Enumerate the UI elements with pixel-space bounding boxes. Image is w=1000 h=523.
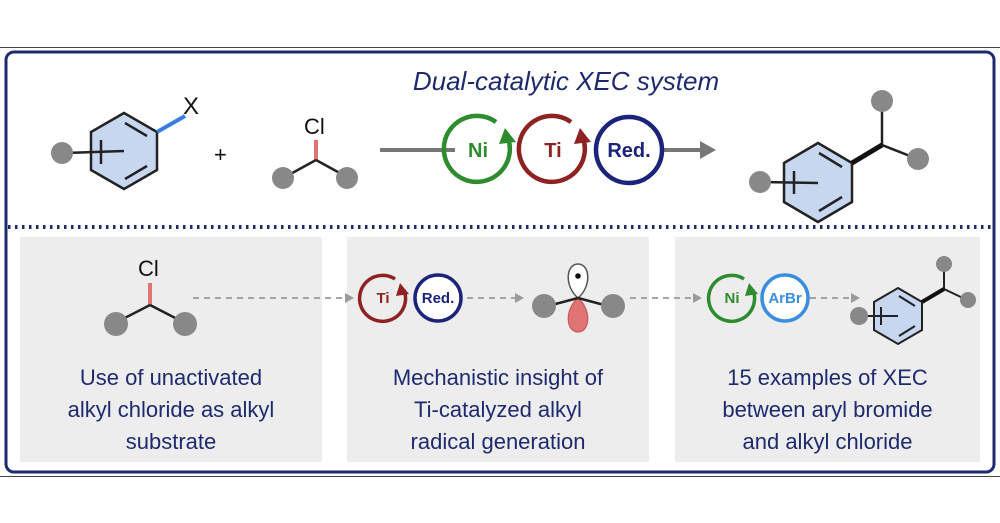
reductant-label: Red. (607, 140, 650, 162)
ti-catalyst-label: Ti (544, 140, 561, 162)
caption-line: between aryl bromide (722, 397, 933, 422)
aryl-leaving-group-label: X (183, 93, 199, 120)
panel-arbr-label: ArBr (768, 290, 802, 307)
caption-line: substrate (125, 429, 217, 454)
ni-catalyst-label: Ni (468, 140, 488, 162)
aryl-x-bond (156, 114, 186, 134)
panel-halogen-label: Cl (138, 256, 159, 281)
caption-line: Ti-catalyzed alkyl (414, 397, 582, 422)
caption-line: radical generation (410, 429, 586, 454)
bottom-border-line (0, 476, 1000, 477)
caption-line: 15 examples of XEC (727, 365, 928, 390)
ti-catalytic-cycle (516, 113, 591, 185)
panel-substrate (20, 237, 322, 462)
panel-arbr-circle (760, 273, 810, 323)
top-border-line (0, 47, 1000, 48)
panel-reductant-circle (413, 273, 463, 323)
panel-product (850, 256, 976, 346)
aryl-halide (51, 111, 186, 191)
panel-ni-label: Ni (725, 290, 740, 307)
panel-reductant-label: Red. (422, 290, 455, 307)
alkyl-chloride-halogen-label: Cl (304, 114, 325, 139)
alkyl-radical (532, 263, 625, 333)
alkyl-chloride-top (272, 140, 358, 189)
panel-ti-cycle (357, 273, 409, 324)
caption-line: alkyl chloride as alkyl (67, 397, 275, 422)
radical-dot (575, 273, 581, 279)
aryl-substituent-atom (51, 142, 73, 164)
caption-line: Use of unactivated (79, 365, 263, 390)
plus-sign: + (214, 142, 227, 167)
panel-ni-cycle (706, 273, 758, 324)
ni-catalytic-cycle (441, 113, 516, 185)
caption-line: and alkyl chloride (742, 429, 913, 454)
panel-substrate-caption: Use of unactivated alkyl chloride as alk… (20, 362, 322, 458)
panel-mechanism-caption: Mechanistic insight of Ti-catalyzed alky… (347, 362, 649, 458)
cross-coupled-product (749, 90, 929, 224)
caption-line: Mechanistic insight of (392, 365, 604, 390)
panel-alkyl-chloride (104, 283, 197, 336)
panel-ti-label: Ti (376, 290, 389, 307)
reductant-circle (593, 114, 665, 186)
panel-mechanism (347, 237, 649, 462)
panel-scope-caption: 15 examples of XEC between aryl bromide … (675, 362, 980, 458)
diagram-title: Dual-catalytic XEC system (413, 66, 719, 96)
